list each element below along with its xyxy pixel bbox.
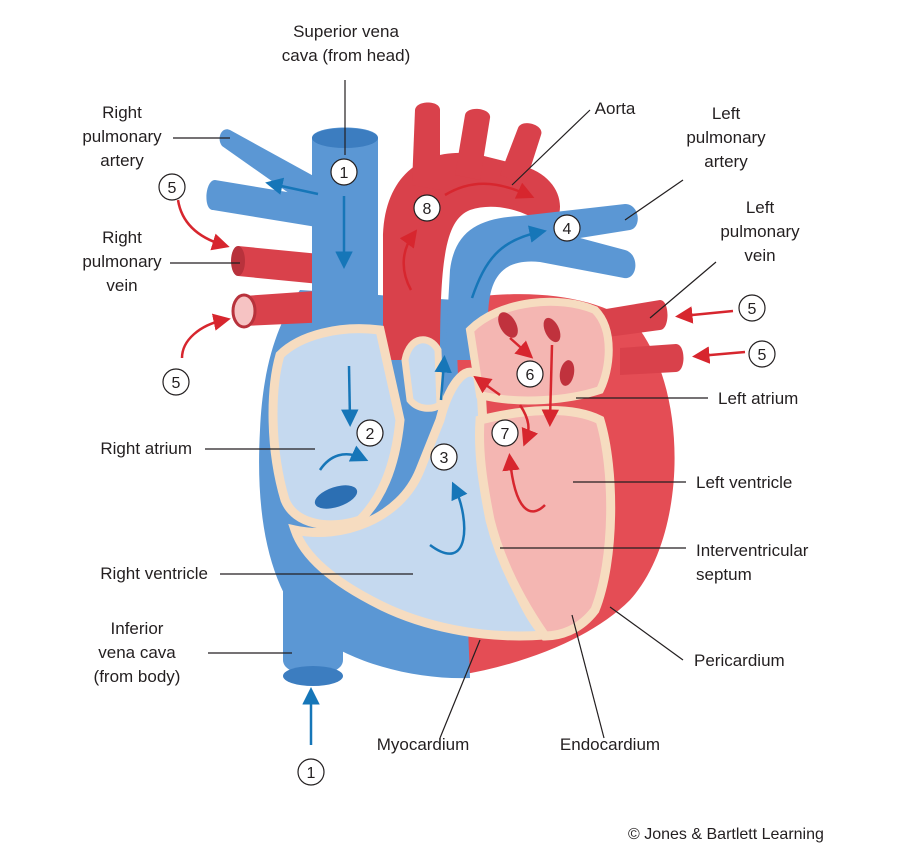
label-line: pulmonary xyxy=(686,128,766,147)
label-line: Left xyxy=(711,104,741,123)
label-line: septum xyxy=(696,565,752,584)
step-number: 8 xyxy=(423,201,432,218)
label-line: Left xyxy=(745,198,775,217)
step-marker xyxy=(491,419,519,447)
label-left-pulmonary-vein: Left pulmonary vein xyxy=(700,196,820,268)
label-line: Inferior xyxy=(110,619,164,638)
label-line: Left ventricle xyxy=(696,473,793,492)
label-line: Myocardium xyxy=(376,735,470,754)
label-right-atrium: Right atrium xyxy=(60,437,192,461)
step-number: 5 xyxy=(758,347,767,364)
right-pulmonary-artery xyxy=(219,129,330,215)
label-inferior-vena-cava: Inferior vena cava (from body) xyxy=(72,617,202,689)
label-line: Superior vena xyxy=(293,22,399,41)
label-line: Right ventricle xyxy=(100,564,208,583)
step-marker xyxy=(162,368,190,396)
step-number: 1 xyxy=(340,165,349,182)
step-number: 3 xyxy=(440,450,449,467)
left-pulmonary-vein xyxy=(600,300,668,338)
label-line: artery xyxy=(100,151,144,170)
step-marker xyxy=(356,419,384,447)
label-line: pulmonary xyxy=(82,252,162,271)
step-marker xyxy=(748,340,776,368)
label-line: Interventricular xyxy=(696,541,809,560)
step-number: 6 xyxy=(526,367,535,384)
step-marker xyxy=(430,443,458,471)
label-line: Pericardium xyxy=(694,651,785,670)
label-line: vein xyxy=(106,276,138,295)
label-line: pulmonary xyxy=(720,222,800,241)
label-line: Right xyxy=(102,228,142,247)
step-number: 2 xyxy=(366,426,375,443)
step-markers xyxy=(158,158,776,786)
label-line: vein xyxy=(744,246,776,265)
label-line: artery xyxy=(704,152,748,171)
label-line: Right xyxy=(102,103,142,122)
label-right-pulmonary-vein: Right pulmonary vein xyxy=(72,226,172,298)
label-line: vena cava xyxy=(98,643,176,662)
step-marker xyxy=(413,194,441,222)
step-number: 7 xyxy=(501,426,510,443)
label-interventricular-septum: Interventricular septum xyxy=(696,539,808,587)
label-left-pulmonary-artery: Left pulmonary artery xyxy=(670,102,782,174)
label-endocardium: Endocardium xyxy=(540,733,680,757)
label-line: Aorta xyxy=(594,99,636,118)
label-left-atrium: Left atrium xyxy=(718,387,798,411)
red-flow-arrows xyxy=(176,182,746,513)
label-line: pulmonary xyxy=(82,127,162,146)
valve-opening xyxy=(314,485,358,509)
left-atrium-chamber xyxy=(465,297,613,405)
label-superior-vena-cava: Superior vena cava (from head) xyxy=(266,20,426,68)
label-line: Right atrium xyxy=(100,439,192,458)
right-pulmonary-vein xyxy=(238,246,330,285)
step-number: 5 xyxy=(168,180,177,197)
right-atrium-chamber xyxy=(268,324,405,530)
step-marker xyxy=(330,158,358,186)
label-right-pulmonary-artery: Right pulmonary artery xyxy=(72,101,172,173)
label-line: Endocardium xyxy=(559,735,661,754)
label-myocardium: Myocardium xyxy=(358,733,488,757)
label-line: (from body) xyxy=(93,667,181,686)
blue-flow-arrows xyxy=(265,177,547,745)
step-number: 5 xyxy=(748,301,757,318)
label-left-ventricle: Left ventricle xyxy=(696,471,792,495)
label-line: cava (from head) xyxy=(281,46,411,65)
leader-lines xyxy=(170,80,717,739)
step-number: 1 xyxy=(307,765,316,782)
step-marker xyxy=(553,214,581,242)
pulmonary-trunk xyxy=(445,204,638,360)
label-right-ventricle: Right ventricle xyxy=(50,562,208,586)
step-marker xyxy=(516,360,544,388)
label-pericardium: Pericardium xyxy=(694,649,785,673)
label-line: Left atrium xyxy=(718,389,799,408)
step-marker xyxy=(297,758,325,786)
label-aorta: Aorta xyxy=(570,97,660,121)
step-marker xyxy=(738,294,766,322)
step-marker xyxy=(158,173,186,201)
step-number: 4 xyxy=(563,221,572,238)
copyright-notice: © Jones & Bartlett Learning xyxy=(628,826,824,843)
step-number: 5 xyxy=(172,375,181,392)
